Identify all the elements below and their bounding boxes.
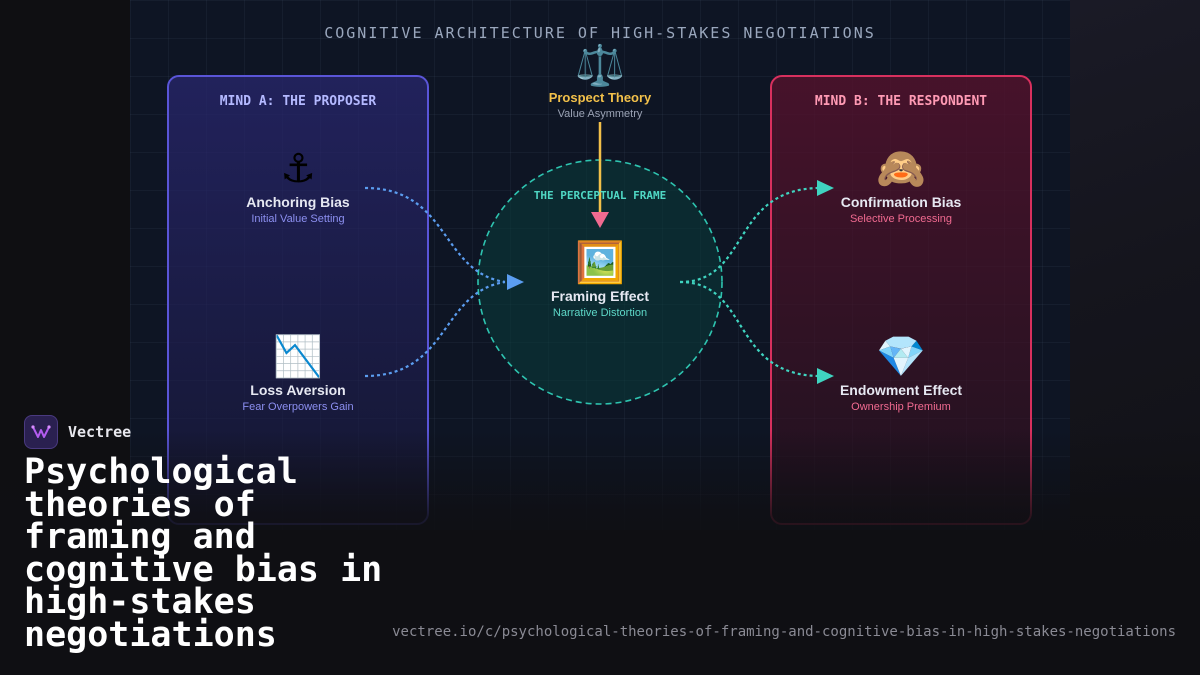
endowment-arrowhead — [817, 368, 834, 384]
framing-effect-sub: Narrative Distortion — [552, 307, 648, 319]
endowment-effect-label: Endowment Effect — [839, 382, 963, 398]
framing-effect-node: 🖼️ Framing Effect Narrative Distortion — [490, 240, 710, 319]
framing-effect-label: Framing Effect — [550, 288, 649, 304]
anchoring-to-frame-connector — [364, 186, 506, 284]
brand[interactable]: Vectree — [24, 415, 131, 449]
endowment-effect-sub: Ownership Premium — [851, 401, 951, 413]
loss-aversion-label: Loss Aversion — [250, 382, 346, 398]
brand-name: Vectree — [68, 423, 132, 441]
loss-aversion-node: 📉 Loss Aversion Fear Overpowers Gain — [188, 334, 408, 413]
mind-a-title: MIND A: THE PROPOSER — [219, 94, 377, 109]
anchoring-bias-node: ⚓ Anchoring Bias Initial Value Setting — [188, 146, 408, 225]
bottom-fade-overlay — [0, 430, 1200, 675]
prospect-theory-label: Prospect Theory — [548, 90, 652, 105]
vectree-logo-icon — [24, 415, 58, 449]
see-no-evil-monkey-icon: 🙈 — [876, 146, 926, 192]
diagram-title: COGNITIVE ARCHITECTURE OF HIGH-STAKES NE… — [324, 24, 876, 42]
confirmation-arrowhead — [817, 180, 834, 196]
endowment-effect-node: 💎 Endowment Effect Ownership Premium — [791, 334, 1011, 413]
prospect-arrowhead — [591, 212, 609, 228]
gem-icon: 💎 — [876, 334, 926, 380]
perceptual-frame-label: THE PERCEPTUAL FRAME — [533, 189, 667, 202]
anchoring-bias-label: Anchoring Bias — [246, 194, 350, 210]
frame-to-left-arrowhead — [507, 274, 524, 290]
balance-scale-icon: ⚖️ — [575, 43, 625, 89]
confirmation-bias-node: 🙈 Confirmation Bias Selective Processing — [791, 146, 1011, 225]
prospect-theory-sub: Value Asymmetry — [557, 108, 643, 120]
source-url[interactable]: vectree.io/c/psychological-theories-of-f… — [392, 624, 1176, 640]
framed-picture-icon: 🖼️ — [575, 240, 625, 286]
loss-aversion-to-frame-connector — [364, 280, 506, 378]
anchor-icon: ⚓ — [280, 146, 316, 192]
confirmation-bias-sub: Selective Processing — [849, 213, 953, 225]
loss-aversion-sub: Fear Overpowers Gain — [242, 401, 354, 413]
page-headline: Psychological theories of framing and co… — [24, 452, 383, 655]
anchoring-bias-sub: Initial Value Setting — [251, 213, 345, 225]
confirmation-bias-label: Confirmation Bias — [840, 194, 962, 210]
mind-b-title: MIND B: THE RESPONDENT — [814, 94, 988, 109]
prospect-theory-node: ⚖️ Prospect Theory Value Asymmetry — [490, 44, 710, 120]
chart-decreasing-icon: 📉 — [273, 334, 323, 380]
